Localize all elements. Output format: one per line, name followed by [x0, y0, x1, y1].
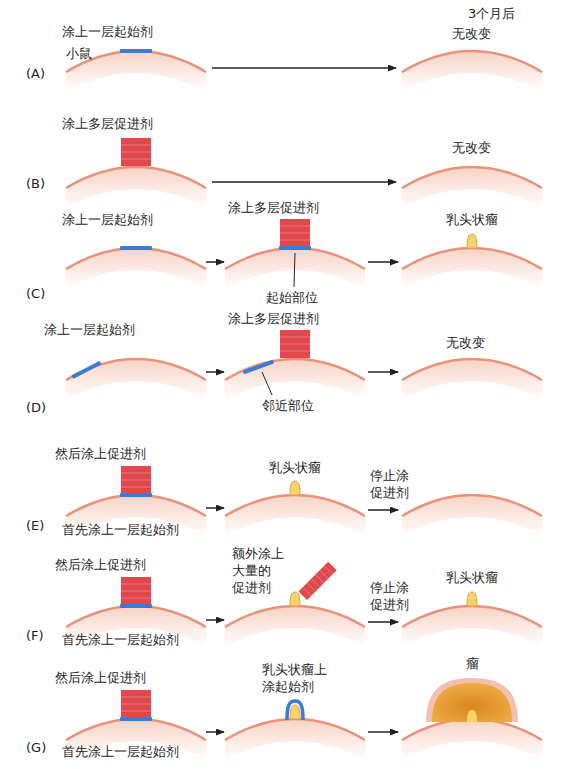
row-b — [66, 138, 542, 208]
mouse-skin — [66, 167, 206, 208]
step-arrow — [206, 619, 224, 621]
result-label: 无改变 — [446, 335, 485, 352]
result-label: 无改变 — [452, 140, 491, 157]
panel-letter: (B) — [26, 176, 45, 193]
initiator-layer — [71, 361, 101, 379]
mouse-skin — [402, 606, 542, 647]
extra-promoter — [299, 562, 337, 600]
step-label: 涂上多层促进剂 — [228, 200, 319, 217]
step-arrow — [368, 509, 398, 511]
initiator-layer — [279, 246, 311, 250]
mouse-skin — [402, 359, 542, 400]
step-label: 然后涂上促进剂 — [55, 557, 146, 574]
site-label: 邻近部位 — [262, 398, 314, 415]
step-label: 涂上一层起始剂 — [44, 322, 135, 339]
panel-letter: (A) — [26, 66, 45, 83]
initiator-layer — [120, 604, 152, 608]
panel-letter: (D) — [26, 400, 46, 417]
step-label: 首先涂上一层起始剂 — [62, 744, 179, 761]
row-c — [66, 219, 542, 289]
step-label: 首先涂上一层起始剂 — [62, 522, 179, 539]
time-arrow — [212, 67, 396, 69]
mouse-skin — [402, 719, 542, 760]
papilloma — [467, 234, 477, 248]
initiator-layer — [120, 246, 152, 250]
step-label: 额外涂上 大量的 促进剂 — [232, 546, 288, 597]
papilloma — [290, 705, 300, 719]
mouse-skin — [402, 51, 542, 92]
initiator-layer — [120, 717, 152, 721]
papilloma — [290, 592, 300, 606]
result-label: 瘤 — [466, 656, 479, 673]
step-label: 涂上一层起始剂 — [62, 24, 153, 41]
result-label: 乳头状瘤 — [269, 460, 321, 477]
step-arrow — [368, 621, 398, 623]
mouse-skin — [402, 167, 542, 208]
time-arrow — [212, 181, 396, 183]
papilloma — [467, 592, 477, 606]
panel-letter: (E) — [26, 518, 44, 535]
note-text: 3个月后 — [468, 6, 515, 23]
mouse-skin — [225, 606, 365, 647]
promoter-block — [121, 690, 151, 718]
mouse-skin — [225, 495, 365, 536]
tumor-border — [426, 678, 518, 722]
initiator-layer — [243, 360, 274, 375]
mouse-skin — [225, 719, 365, 760]
promoter-block — [121, 466, 151, 494]
panel-letter: (F) — [26, 628, 44, 645]
leader-line — [262, 372, 272, 395]
result-label: 无改变 — [452, 26, 491, 43]
initiator-layer — [120, 493, 152, 497]
papilloma — [290, 481, 300, 495]
panel-letter: (G) — [26, 740, 46, 757]
row-d — [66, 330, 542, 400]
step-arrow — [368, 371, 398, 373]
mouse-skin — [402, 248, 542, 289]
panel-letter: (C) — [26, 286, 45, 303]
initiator-cap — [287, 701, 303, 720]
result-label: 乳头状瘤 — [446, 570, 498, 587]
promoter-block — [121, 138, 151, 166]
step-arrow — [368, 261, 398, 263]
step-arrow — [206, 371, 224, 373]
step-label: 然后涂上促进剂 — [55, 446, 146, 463]
step-label: 首先涂上一层起始剂 — [62, 632, 179, 649]
step-label: 涂上一层起始剂 — [62, 212, 153, 229]
step-label: 停止涂 促进剂 — [370, 580, 414, 614]
row-a — [66, 49, 542, 92]
subject-label: 小鼠 — [66, 46, 92, 63]
tumor — [432, 683, 512, 722]
step-arrow — [206, 731, 224, 733]
step-arrow — [368, 731, 398, 733]
step-label: 乳头状瘤上 涂起始剂 — [262, 662, 332, 696]
mouse-skin — [66, 359, 206, 400]
mouse-skin — [225, 359, 365, 400]
step-label: 涂上多层促进剂 — [228, 311, 319, 328]
site-label: 起始部位 — [266, 290, 318, 307]
promoter-block — [280, 330, 310, 358]
promoter-block — [280, 219, 310, 247]
mouse-skin — [66, 248, 206, 289]
promoter-block — [121, 577, 151, 605]
step-arrow — [206, 507, 224, 509]
step-arrow — [206, 261, 224, 263]
step-label: 停止涂 促进剂 — [370, 468, 414, 502]
initiator-layer — [120, 49, 152, 53]
mouse-skin — [402, 495, 542, 536]
step-label: 涂上多层促进剂 — [62, 116, 153, 133]
leader-line — [294, 253, 295, 287]
result-label: 乳头状瘤 — [446, 212, 498, 229]
step-label: 然后涂上促进剂 — [55, 670, 146, 687]
mouse-skin — [225, 248, 365, 289]
tumor-core — [467, 710, 477, 722]
